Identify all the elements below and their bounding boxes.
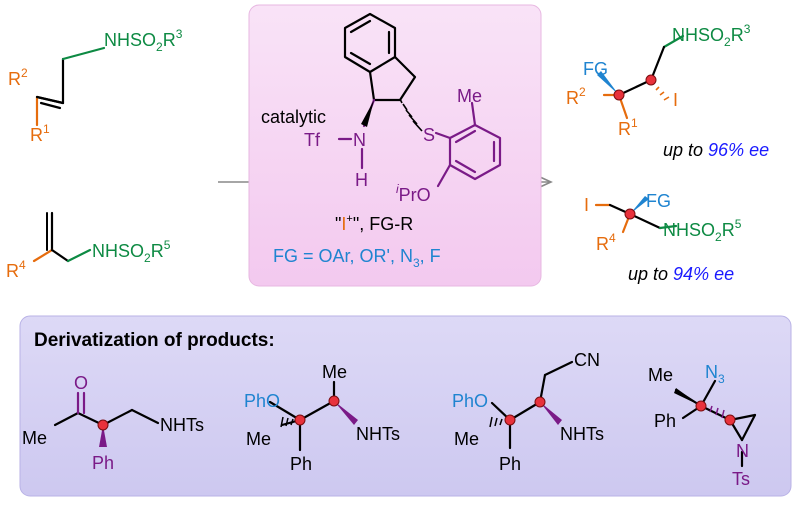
derivative-3: CN PhO Me Ph NHTs [452, 350, 604, 474]
derivatization-title: Derivatization of products: [34, 330, 275, 351]
stereocenter-marker [624, 208, 636, 220]
stereocenter-marker [97, 419, 109, 431]
d3-nhts: NHTs [560, 424, 604, 444]
stereocenter-marker [645, 74, 657, 86]
catalyst-me: Me [457, 86, 482, 106]
p1-fg-label: FG [583, 59, 608, 79]
catalyst-s: S [423, 125, 435, 145]
derivative-2: PhO Me Me Ph NHTs [244, 362, 400, 474]
s2-amine-label: NHSO2R5 [92, 238, 171, 265]
d4-azide: N3 [705, 362, 725, 386]
p1-iodine-label: I [673, 90, 678, 110]
stereocenter-marker [504, 414, 516, 426]
p2-ee-label: up to 94% ee [628, 264, 734, 284]
stereocenter-marker [328, 395, 340, 407]
catalyst-tf: Tf [304, 130, 321, 150]
catalyst-h: H [355, 170, 368, 190]
derivative-1: O Me Ph NHTs [22, 373, 204, 473]
d4-ph: Ph [654, 411, 676, 431]
d2-me-top: Me [322, 362, 347, 382]
substrate-2: R4 NHSO2R5 [6, 211, 171, 281]
catalytic-label: catalytic [261, 107, 326, 127]
p1-amine-label: NHSO2R3 [672, 22, 751, 49]
s1-r1-label: R1 [30, 122, 50, 145]
p2-iodine-label: I [584, 195, 589, 215]
stereocenter-marker [534, 396, 546, 408]
catalyst-ipro: iPrO [396, 182, 431, 205]
derivative-4: Me N3 Ph N Ts [648, 362, 757, 489]
d1-me: Me [22, 428, 47, 448]
d3-pho: PhO [452, 391, 488, 411]
d1-oxygen: O [74, 373, 88, 393]
d3-ph: Ph [499, 454, 521, 474]
p2-amine-label: NHSO2R5 [663, 217, 742, 244]
stereocenter-marker [724, 414, 736, 426]
d2-nhts: NHTs [356, 424, 400, 444]
d1-ph: Ph [92, 453, 114, 473]
s1-r2-label: R2 [8, 66, 28, 89]
stereocenter-marker [613, 89, 625, 101]
p1-r1-label: R1 [618, 116, 638, 139]
fg-definition: FG = OAr, OR', N3, F [273, 246, 441, 270]
stereocenter-marker [294, 414, 306, 426]
product-1: NHSO2R3 FG R2 R1 I up to 96% ee [566, 22, 769, 160]
p2-r4-label: R4 [596, 231, 616, 254]
catalyst-n: N [353, 130, 366, 150]
d2-ph: Ph [290, 454, 312, 474]
d4-ts: Ts [732, 469, 750, 489]
catalyst-panel: catalytic Tf N H S Me iPrO "I+", FG-R FG… [248, 4, 542, 287]
product-2: I FG R4 NHSO2R5 up to 94% ee [584, 191, 742, 284]
p2-fg-label: FG [646, 191, 671, 211]
substrate-1: NHSO2R3 R2 R1 [8, 27, 183, 145]
d4-me: Me [648, 365, 673, 385]
d2-me-left: Me [246, 429, 271, 449]
stereocenter-marker [695, 400, 707, 412]
d3-cn: CN [574, 350, 600, 370]
reagent-label: "I+", FG-R [335, 213, 413, 234]
d2-pho: PhO [244, 391, 280, 411]
d4-aziridine-n: N [736, 441, 749, 461]
d1-nhts: NHTs [160, 415, 204, 435]
p1-ee-label: up to 96% ee [663, 140, 769, 160]
s2-r4-label: R4 [6, 258, 26, 281]
p1-r2-label: R2 [566, 85, 586, 108]
derivatization-panel: Derivatization of products: O Me Ph NHTs [19, 315, 792, 497]
s1-amine-label: NHSO2R3 [104, 27, 183, 54]
d3-me: Me [454, 429, 479, 449]
